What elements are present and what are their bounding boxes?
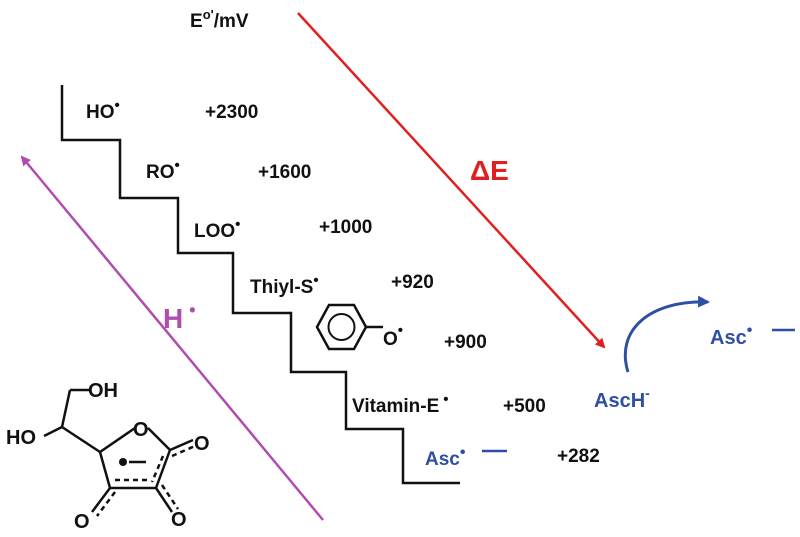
hydrogen-arrow bbox=[20, 155, 324, 521]
asch-label: AscH- bbox=[594, 385, 650, 412]
species-label-vitamin-e: Vitamin-E• bbox=[352, 391, 449, 417]
species-label-asc: Asc• bbox=[425, 444, 466, 470]
molecule-oh-label: OH bbox=[88, 380, 118, 402]
molecule-ho-label: HO bbox=[6, 427, 36, 449]
species-value-ho: +2300 bbox=[205, 102, 258, 123]
species-value-ro: +1600 bbox=[258, 162, 311, 183]
redox-staircase bbox=[60, 85, 460, 485]
asc-product-label: Asc• bbox=[710, 322, 753, 349]
ascorbate-radical-structure bbox=[43, 388, 196, 517]
delta-e-arrow bbox=[297, 12, 606, 349]
molecule-lower-left-o-label: O bbox=[74, 511, 90, 533]
oxidation-arrow bbox=[623, 295, 710, 373]
molecule-ring-o-label: O bbox=[133, 419, 149, 441]
species-value-loo: +1000 bbox=[319, 217, 372, 238]
delta-e-label: ΔE bbox=[470, 155, 509, 186]
species-label-thiyl: Thiyl-S• bbox=[250, 272, 319, 298]
species-label-loo: LOO• bbox=[194, 216, 240, 242]
species-label-phenoxyl: O• bbox=[383, 322, 403, 350]
species-value-thiyl: +920 bbox=[391, 272, 434, 293]
molecule-lower-right-o-label: O bbox=[171, 509, 187, 531]
axis-label: Eo'/mV bbox=[190, 7, 249, 32]
molecule-carbonyl-o-label: O bbox=[194, 433, 210, 455]
species-value-vitamin-e: +500 bbox=[503, 396, 546, 417]
species-label-ro: RO• bbox=[146, 157, 180, 183]
radical-electron-dot bbox=[119, 458, 127, 466]
hydrogen-label: H• bbox=[163, 300, 196, 334]
species-value-phenoxyl: +900 bbox=[444, 332, 487, 353]
species-label-ho: HO• bbox=[86, 97, 120, 123]
species-value-asc: +282 bbox=[557, 446, 600, 467]
phenoxyl-ring bbox=[315, 303, 383, 351]
